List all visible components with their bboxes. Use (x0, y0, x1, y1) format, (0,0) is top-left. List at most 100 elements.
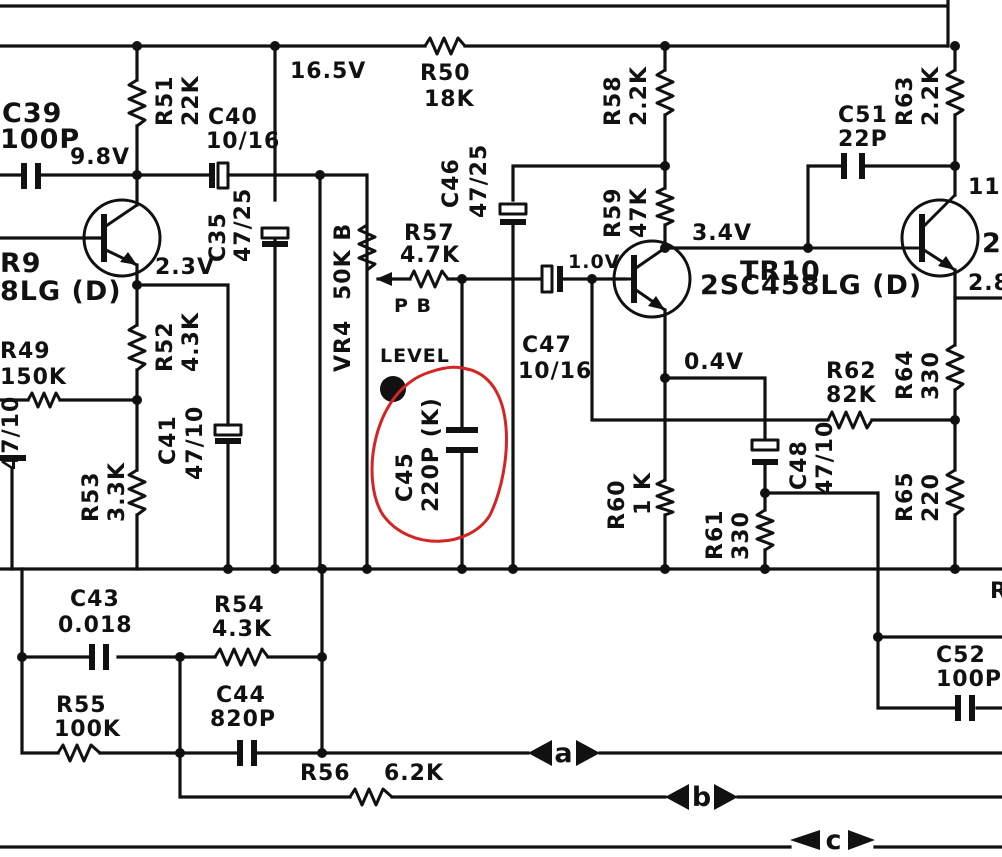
r53-value: 3.3K (105, 462, 130, 522)
c48-capacitor (750, 438, 780, 465)
c52-capacitor (955, 695, 975, 721)
c52-name: C52 (936, 643, 986, 668)
highlight-ring (370, 365, 508, 543)
v-1-0: 1.0V (568, 251, 620, 273)
tr9-transistor (82, 198, 162, 278)
r63-value: 2.2K (919, 66, 944, 126)
labels: C39 100P 9.8V R51 22K C40 10/16 16.5V R5… (0, 59, 1002, 786)
v-2-3: 2.3V (155, 255, 215, 280)
r58-value: 2.2K (627, 66, 652, 126)
r65-name: R65 (893, 471, 918, 522)
resistors (26, 36, 965, 807)
tr11-transistor (808, 193, 980, 278)
r64-value: 330 (919, 351, 944, 400)
r64-resistor (945, 343, 965, 392)
pb-level-knob (380, 376, 406, 402)
r57-resistor (408, 269, 450, 289)
r63-resistor (945, 68, 965, 117)
r55-name: R55 (56, 693, 107, 718)
r54-value: 4.3K (212, 617, 272, 642)
c45-name: C45 (393, 452, 418, 502)
connector-b: b (665, 782, 738, 813)
r61-name: R61 (703, 509, 728, 560)
c39-name: C39 (2, 98, 62, 129)
c39-value: 100P (0, 124, 80, 155)
r50-resistor (423, 36, 467, 56)
r52-resistor (127, 323, 147, 372)
c40-value: 10/16 (206, 129, 280, 154)
connector-a: a (528, 738, 600, 769)
tr10-name: TR10 (740, 256, 821, 287)
r62-value: 82K (826, 383, 877, 408)
v-3-4: 3.4V (692, 221, 752, 246)
r55-value: 100K (54, 717, 121, 742)
r59-name: R59 (601, 187, 626, 238)
c44-name: C44 (216, 683, 266, 708)
r60-resistor (655, 478, 675, 517)
v-2-8: 2.8 (968, 271, 1002, 296)
c48-value: 47/10 (813, 421, 838, 495)
c35-value: 47/25 (231, 188, 256, 262)
left-cap-value: 47/10 (0, 396, 24, 470)
tr9-type: 8LG (D) (0, 276, 122, 307)
c43-name: C43 (70, 587, 120, 612)
r52-value: 4.3K (179, 312, 204, 372)
r55-resistor (56, 743, 101, 763)
r61-value: 330 (729, 511, 754, 560)
r60-name: R60 (605, 479, 630, 530)
r56-resistor (348, 787, 393, 807)
tr11-partial: 2 (982, 228, 1002, 259)
r62-resistor (826, 410, 874, 430)
c41-value: 47/10 (183, 406, 208, 480)
level-label: LEVEL (380, 345, 450, 367)
r63-name: R63 (893, 75, 918, 126)
r59-resistor (655, 186, 675, 227)
c43-value: 0.018 (58, 613, 133, 638)
r54-resistor (213, 647, 270, 667)
r50-value: 18K (424, 87, 475, 112)
connector-a-label: a (554, 738, 573, 769)
c45-capacitor (446, 427, 478, 453)
connector-c-label: c (825, 825, 842, 856)
c51-value: 22P (838, 127, 888, 152)
r52-name: R52 (153, 321, 178, 372)
r57-value: 4.7K (400, 243, 460, 268)
c40-name: C40 (208, 105, 258, 130)
c41-capacitor (213, 423, 243, 444)
c46-value: 47/25 (467, 144, 492, 218)
r53-name: R53 (79, 471, 104, 522)
vr4-name: VR4 (331, 320, 356, 372)
c45-value: 220P (K) (419, 397, 444, 512)
c46-capacitor (498, 202, 528, 225)
tr10-type-visible: 2SC458LG (D) (700, 270, 922, 301)
r51-name: R51 (153, 75, 178, 126)
tr10-transistor (612, 239, 692, 319)
c35-capacitor (260, 226, 290, 247)
c46-name: C46 (439, 158, 464, 208)
c47-capacitor (540, 264, 563, 294)
c51-name: C51 (838, 103, 888, 128)
v-11: 11. (968, 175, 1002, 200)
junction-dots (17, 41, 960, 758)
r51-resistor (127, 78, 147, 128)
r53-resistor (127, 468, 147, 517)
connector-b-label: b (692, 782, 712, 813)
v-0-4: 0.4V (684, 350, 744, 375)
c41-name: C41 (156, 415, 181, 465)
pb-label: P B (394, 295, 432, 317)
r59-value: 47K (627, 187, 652, 238)
r51-value: 22K (179, 75, 204, 126)
v-9-8: 9.8V (70, 145, 130, 170)
c44-value: 820P (210, 707, 276, 732)
r56-value: 6.2K (384, 761, 444, 786)
edge-r: R (990, 579, 1002, 604)
capacitors (0, 153, 975, 766)
r64-name: R64 (893, 349, 918, 400)
r49-resistor (26, 391, 62, 409)
r57-name: R57 (404, 221, 455, 246)
r54-name: R54 (214, 593, 265, 618)
c47-name: C47 (522, 333, 572, 358)
r65-resistor (945, 468, 965, 517)
